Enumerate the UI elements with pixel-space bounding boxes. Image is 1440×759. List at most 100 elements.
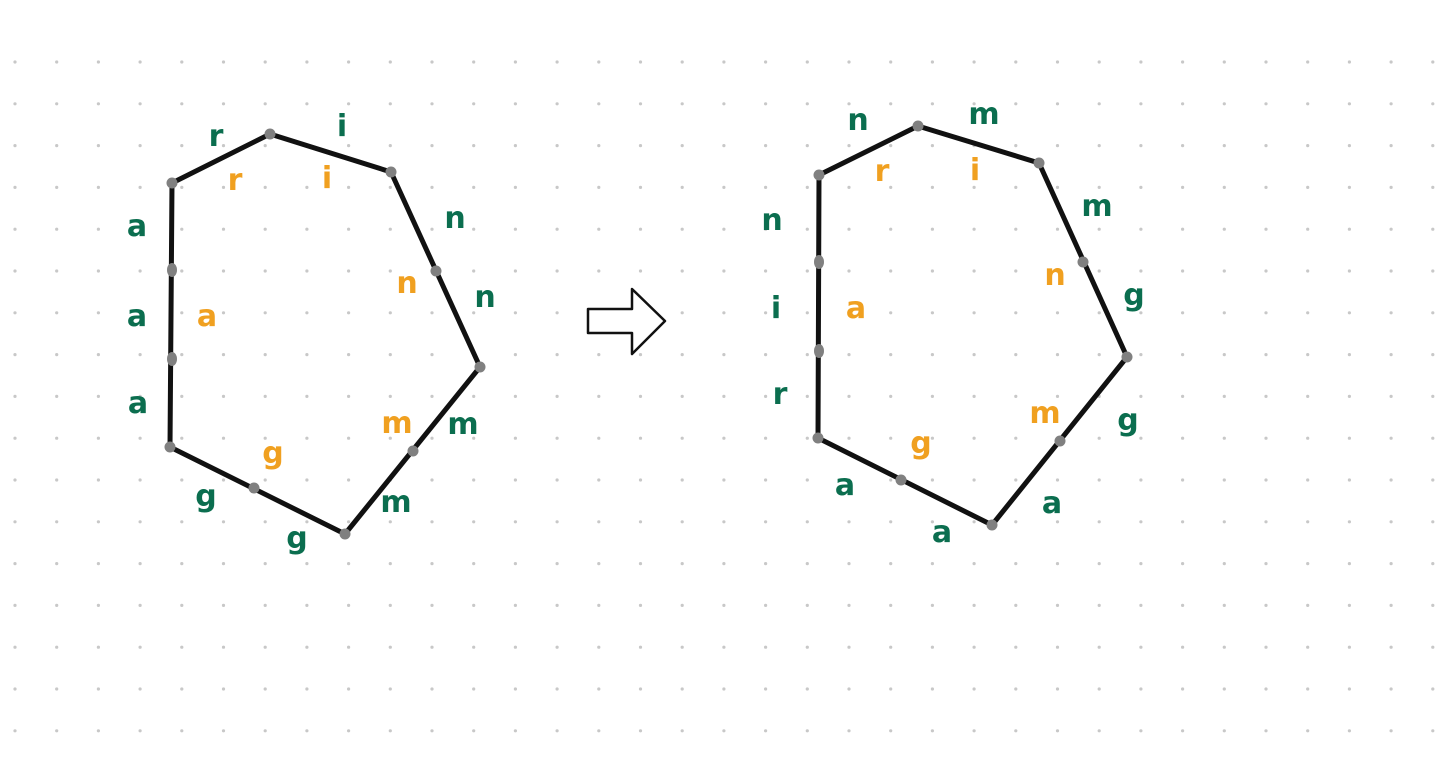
grid-dot [55, 520, 59, 524]
grid-dot [805, 227, 809, 231]
grid-dot [638, 478, 643, 482]
grid-dot [1389, 394, 1393, 398]
grid-dot [972, 562, 976, 566]
grid-dot [1222, 227, 1226, 231]
grid-dot [764, 478, 768, 482]
grid-dot [347, 645, 351, 649]
grid-dot [1181, 394, 1185, 398]
grid-dot [805, 102, 809, 106]
grid-dot [805, 60, 809, 64]
grid-dot [1097, 729, 1101, 733]
grid-dot [1306, 102, 1310, 106]
grid-dot [680, 520, 684, 524]
grid-dot [1014, 185, 1018, 189]
grid-dot [1347, 645, 1351, 649]
grid-dot [1055, 269, 1060, 273]
grid-dot [847, 603, 851, 608]
grid-dot [1097, 60, 1101, 64]
grid-dot [138, 269, 142, 273]
grid-dot [1347, 687, 1351, 691]
grid-dot [1306, 436, 1310, 440]
grid-dot [1014, 311, 1018, 315]
grid-dot [55, 645, 59, 649]
grid-dot [13, 603, 17, 608]
grid-dot [138, 729, 142, 733]
vertex [164, 441, 176, 453]
grid-dot [347, 269, 351, 273]
grid-dot [847, 687, 851, 691]
grid-dot [1055, 102, 1060, 106]
grid-dot [1014, 227, 1018, 231]
grid-dot [847, 102, 851, 106]
grid-dot [555, 227, 559, 231]
grid-dot [847, 562, 851, 566]
grid-dot [13, 729, 17, 733]
grid-dot [972, 185, 976, 189]
grid-dot [764, 227, 768, 231]
grid-dot [1306, 144, 1310, 148]
grid-dot [138, 394, 142, 398]
grid-dot [347, 353, 351, 357]
grid-dot [138, 185, 142, 189]
grid-dot [1222, 603, 1226, 608]
grid-dot [1306, 562, 1310, 566]
grid-dot [180, 645, 184, 649]
grid-dot [138, 311, 142, 315]
grid-dot [1139, 645, 1143, 649]
grid-dot [680, 269, 684, 273]
grid-dot [221, 311, 226, 315]
grid-dot [972, 60, 976, 64]
grid-dot [889, 227, 893, 231]
grid-dot [180, 394, 184, 398]
grid-dot [1055, 227, 1060, 231]
grid-dot [221, 603, 226, 608]
grid-dot [680, 144, 684, 148]
grid-dot [305, 102, 309, 106]
outer-label: a [1042, 486, 1062, 521]
grid-dot [805, 353, 809, 357]
grid-dot [1139, 603, 1143, 608]
grid-dot [1347, 102, 1351, 106]
vertex [814, 344, 824, 358]
grid-dot [889, 144, 893, 148]
grid-dot [1055, 562, 1060, 566]
grid-dot [55, 60, 59, 64]
grid-dot [1264, 687, 1268, 691]
grid-dot [847, 311, 851, 315]
grid-dot [680, 729, 684, 733]
grid-dot [1055, 311, 1060, 315]
vertex [474, 361, 486, 373]
grid-dot [722, 603, 726, 608]
grid-dot [138, 436, 142, 440]
grid-dot [597, 687, 601, 691]
grid-dot [13, 645, 17, 649]
grid-dot [180, 478, 184, 482]
grid-dot [1347, 436, 1351, 440]
grid-dot [1347, 269, 1351, 273]
right-polygon-vertices [812, 120, 1133, 531]
grid-dot [555, 520, 559, 524]
grid-dot [889, 478, 893, 482]
grid-dot [388, 520, 392, 524]
grid-dot [597, 144, 601, 148]
grid-dot [430, 603, 434, 608]
grid-dot [555, 185, 559, 189]
grid-dot [722, 60, 726, 64]
grid-dot [555, 436, 559, 440]
grid-dot [722, 353, 726, 357]
grid-dot [55, 102, 59, 106]
grid-dot [1139, 353, 1143, 357]
grid-dot [388, 185, 392, 189]
grid-dot [555, 687, 559, 691]
grid-dot [138, 645, 142, 649]
vertex [895, 474, 907, 486]
grid-dot [930, 353, 935, 357]
outer-label: g [1123, 278, 1144, 313]
grid-dot [1264, 269, 1268, 273]
grid-dot [680, 603, 684, 608]
grid-dot [347, 687, 351, 691]
grid-dot [1264, 185, 1268, 189]
grid-dot [430, 227, 434, 231]
grid-dot [597, 269, 601, 273]
grid-dot [1181, 60, 1185, 64]
